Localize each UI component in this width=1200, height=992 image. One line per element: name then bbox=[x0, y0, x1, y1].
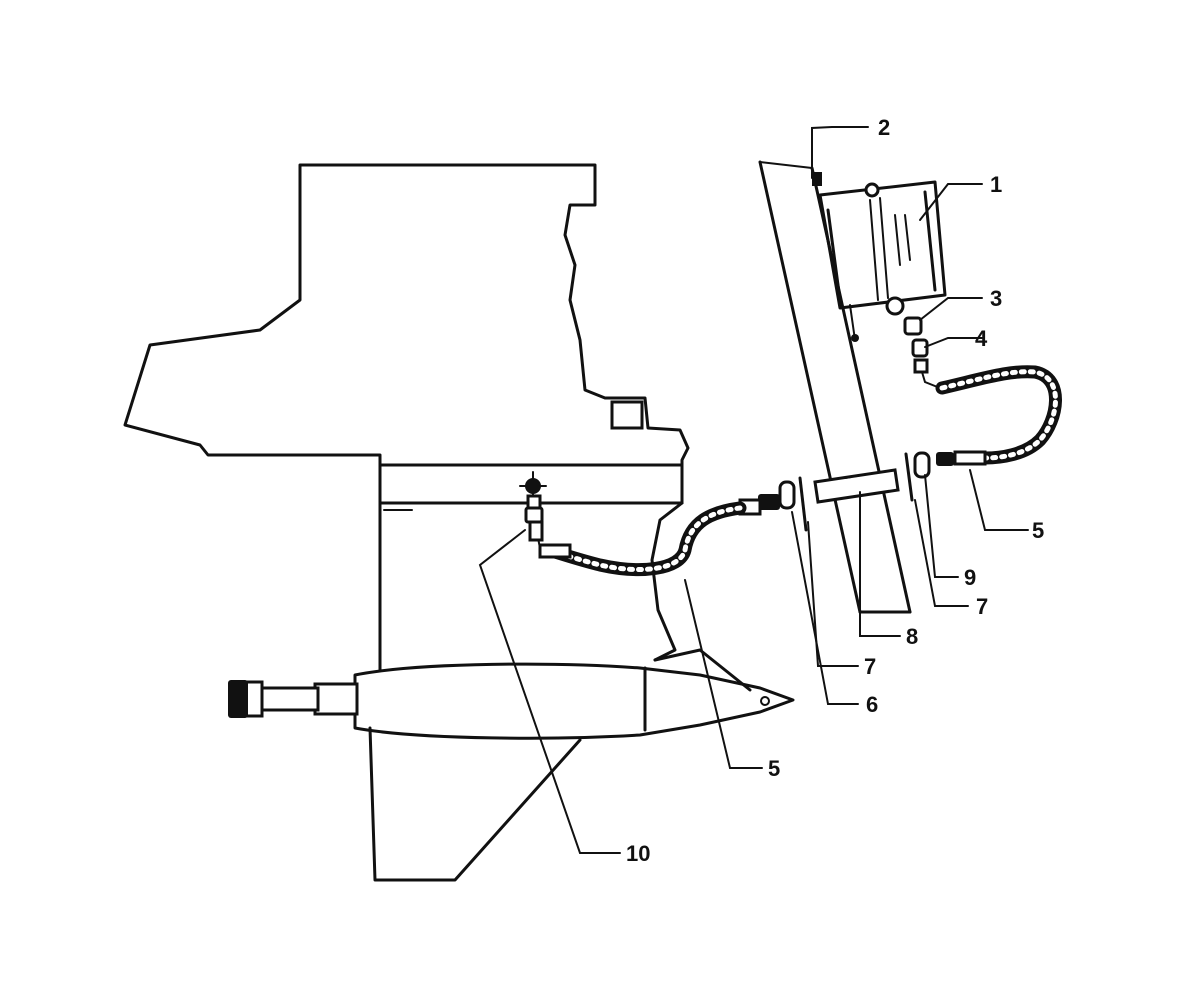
upper-housing-boss bbox=[610, 400, 644, 430]
callout-7-upper: 7 bbox=[976, 594, 988, 619]
lower-hose bbox=[537, 494, 780, 577]
lower-housing-outline bbox=[378, 501, 684, 672]
drive-housing bbox=[123, 163, 795, 882]
callout-8: 8 bbox=[906, 624, 918, 649]
skeg-outline bbox=[368, 726, 582, 882]
gearcase-torpedo bbox=[353, 662, 795, 740]
upper-hose bbox=[921, 365, 1062, 466]
torpedo-anode-hole bbox=[760, 696, 770, 706]
transom-plate bbox=[758, 160, 912, 614]
callout-6: 6 bbox=[866, 692, 878, 717]
callout-9: 9 bbox=[964, 565, 976, 590]
leader-lines bbox=[478, 126, 1029, 854]
callout-2: 2 bbox=[878, 115, 890, 140]
callout-1: 1 bbox=[990, 172, 1002, 197]
mounting-screw bbox=[812, 172, 822, 186]
callout-10: 10 bbox=[626, 841, 650, 866]
transom-tube-set bbox=[778, 451, 931, 532]
callout-labels: 1 2 3 4 5 5 6 7 7 8 9 10 bbox=[626, 115, 1044, 866]
callout-5-upper: 5 bbox=[1032, 518, 1044, 543]
callout-3: 3 bbox=[990, 286, 1002, 311]
callout-4: 4 bbox=[975, 326, 988, 351]
propeller-shaft bbox=[228, 680, 359, 718]
callout-7-lower: 7 bbox=[864, 654, 876, 679]
callout-5-lower: 5 bbox=[768, 756, 780, 781]
housing-fitting bbox=[519, 471, 547, 542]
fluid-reservoir bbox=[812, 172, 947, 342]
upper-housing-outline bbox=[123, 163, 690, 505]
torpedo-nose bbox=[643, 648, 752, 732]
elbow-fitting bbox=[903, 316, 929, 374]
